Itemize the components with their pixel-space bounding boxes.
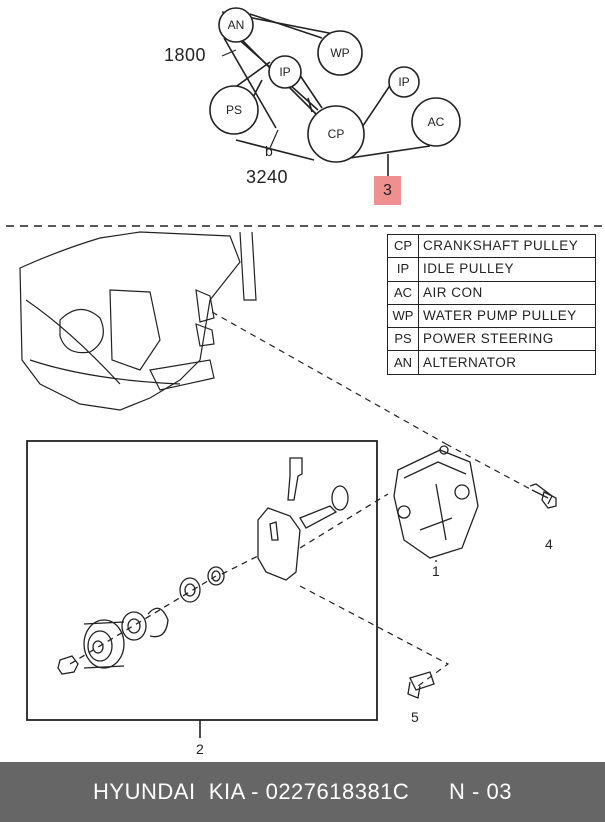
pulley-ac: AC — [411, 97, 461, 147]
highlighted-part-3[interactable]: 3 — [374, 176, 401, 205]
footer-page: N - 03 — [449, 779, 512, 804]
bolt-part-5 — [407, 671, 435, 699]
part-number-5[interactable]: 5 — [411, 709, 419, 725]
svg-text:CP: CP — [328, 127, 345, 141]
svg-text:AN: AN — [228, 18, 245, 32]
pulley-ip-right: IP — [388, 66, 420, 98]
svg-text:IP: IP — [279, 65, 290, 79]
footer-bar: HYUNDAI KIA - 0227618381C N - 03 — [0, 762, 605, 822]
legend-code: CP — [387, 233, 419, 259]
parts-diagram: AN WP IP PS CP IP AC — [6, 7, 605, 738]
belt-length-3240: 3240 — [246, 167, 289, 187]
legend-code: AN — [387, 350, 419, 375]
belt-marker: b — [265, 143, 273, 159]
legend-code: IP — [387, 257, 419, 282]
pulley-wp: WP — [317, 30, 363, 76]
part-number-2[interactable]: 2 — [196, 741, 204, 757]
legend-name: CRANKSHAFT PULLEY — [418, 233, 596, 259]
pulley-cp: CP — [307, 105, 365, 163]
pulley-ip-upper: IP — [268, 55, 302, 89]
footer-spacer — [409, 779, 449, 805]
idler-parts — [57, 457, 389, 675]
part-number-4[interactable]: 4 — [545, 536, 553, 552]
detail-frame — [26, 440, 378, 721]
legend-code: PS — [387, 327, 419, 352]
svg-text:AC: AC — [428, 115, 445, 129]
leader-3240 — [269, 129, 279, 149]
belt-3240 — [211, 61, 431, 161]
svg-text:WP: WP — [330, 46, 349, 60]
legend-name: IDLE PULLEY — [418, 257, 596, 282]
bracket-assembly — [393, 445, 479, 562]
pulley-ps: PS — [209, 85, 259, 135]
legend-code: WP — [387, 303, 419, 329]
leader-1800 — [221, 49, 237, 57]
legend-name: POWER STEERING — [418, 327, 596, 352]
pulley-an: AN — [218, 7, 254, 43]
legend-name: AIR CON — [418, 280, 596, 305]
part-number-1[interactable]: 1 — [432, 563, 440, 579]
legend-code: AC — [387, 280, 419, 305]
engine-block-sketch — [19, 231, 257, 411]
legend-name: ALTERNATOR — [418, 350, 596, 375]
bolt-part-4 — [529, 483, 557, 509]
belt-length-1800: 1800 — [164, 45, 207, 65]
legend-name: WATER PUMP PULLEY — [418, 303, 596, 329]
leader-engine-bracket — [211, 311, 533, 491]
footer-brand-part: HYUNDAI KIA - 0227618381C — [93, 779, 410, 804]
svg-text:IP: IP — [398, 75, 409, 89]
svg-text:PS: PS — [226, 103, 242, 117]
leader-bolt-5 — [299, 585, 450, 687]
